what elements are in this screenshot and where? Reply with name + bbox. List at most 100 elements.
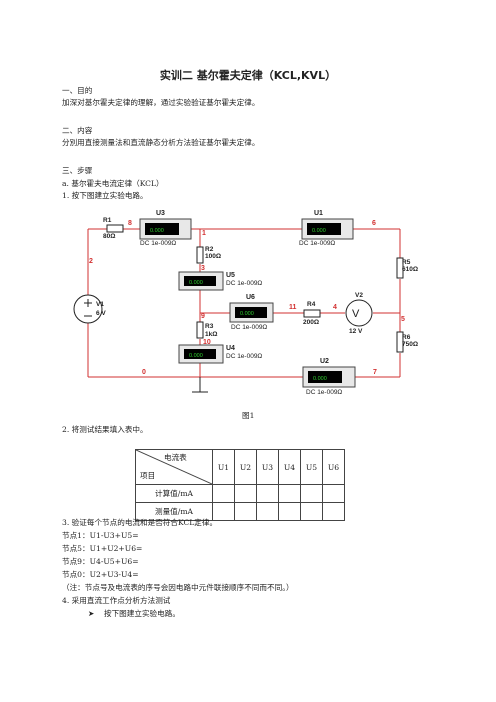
node-7: 7 [373,369,377,376]
node-8: 8 [128,220,132,227]
source-v1 [73,294,103,324]
node-equation: 节点5：U1+U2+U6= [62,544,143,553]
r6-value: 750Ω [402,341,418,348]
node-equation: 节点9：U4-U5+U6= [62,557,139,566]
col-u1: U1 [212,449,235,485]
table-cell[interactable] [278,484,301,503]
col-u3: U3 [256,449,279,485]
section-2-heading: 二、内容 [62,126,93,135]
circuit-diagram: V 0.000 0.000 0.000 0.000 0.000 0.000 U3… [73,210,418,396]
r2-value: 100Ω [205,253,221,260]
table-corner-header: 电流表 项目 [135,449,213,485]
r1-name: R1 [103,217,112,224]
r5-name: R5 [402,259,411,266]
section-1-heading: 一、目的 [62,86,93,95]
meter-u6-mode: DC 1e-009Ω [231,324,267,331]
col-u4: U4 [278,449,301,485]
step-2: 2. 将测试结果填入表中。 [62,425,148,434]
r3-name: R3 [205,323,214,330]
v1-name: V1 [96,301,104,308]
resistor-r1 [106,224,124,233]
meter-u4-reading: 0.000 [189,353,203,359]
meter-u4-name: U4 [226,345,235,352]
meter-u1-mode: DC 1e-009Ω [299,240,335,247]
meter-u2-reading: 0.000 [313,376,327,382]
step-3: 3. 验证每个节点的电流和是否符合KCL定律。 [62,518,218,527]
node-11: 11 [289,304,297,311]
r3-value: 1kΩ [205,331,217,338]
meter-u4-mode: DC 1e-009Ω [226,353,262,360]
svg-text:V: V [352,308,360,320]
table-cell[interactable] [322,502,345,521]
meter-u5-reading: 0.000 [189,280,203,286]
meter-u2-name: U2 [320,358,329,365]
bullet-arrow-icon: ➤ [88,609,95,618]
bullet-text: 按下图建立实验电路。 [104,609,180,618]
node-3: 3 [201,265,205,272]
kcl-heading: a. 基尔霍夫电流定律（KCL） [62,179,164,188]
meter-u1-name: U1 [314,210,323,217]
v2-value: 12 V [349,328,363,335]
table-cell[interactable] [256,502,279,521]
source-v2: V [345,299,373,327]
table-cell[interactable] [256,484,279,503]
r5-value: 610Ω [402,266,418,273]
table-cell[interactable] [278,502,301,521]
row-label-measured: 测量值/mA [135,502,213,521]
r1-value: 80Ω [103,233,115,240]
table-row: 测量值/mA [135,502,345,521]
table-cell[interactable] [322,484,345,503]
section-3-heading: 三、步骤 [62,166,93,175]
node-equation: 节点0：U2+U3-U4= [62,570,139,579]
step-1: 1. 按下图建立实验电路。 [62,191,148,200]
v2-name: V2 [355,292,363,299]
node-equation: 节点1：U1-U3+U5= [62,531,139,540]
r4-name: R4 [307,301,316,308]
node-4: 4 [333,304,337,311]
v1-value: 6 V [96,310,106,317]
resistor-r6 [396,331,404,353]
wires [87,228,401,378]
table-cell[interactable] [300,484,323,503]
resistor-r5 [396,257,404,279]
node-1: 1 [202,230,206,237]
meter-u6-name: U6 [246,294,255,301]
node-6: 6 [372,220,376,227]
header-item-label: 项目 [140,471,156,480]
meter-u1-reading: 0.000 [312,228,326,234]
table-cell[interactable] [300,502,323,521]
col-u5: U5 [300,449,323,485]
page-title: 实训二 基尔霍夫定律（KCL,KVL） [159,69,337,82]
step-4: 4. 采用直流工作点分析方法测试 [62,596,171,605]
col-u2: U2 [234,449,257,485]
figure-caption: 图1 [242,411,255,420]
node-2: 2 [89,258,93,265]
meter-u5-name: U5 [226,272,235,279]
table-row: 计算值/mA [135,484,345,503]
meter-u3-name: U3 [156,210,165,217]
node-0: 0 [142,369,146,376]
node-9: 9 [201,313,205,320]
r4-value: 200Ω [303,319,319,326]
results-table: 电流表 项目 U1 U2 U3 U4 U5 U6 计算值/mA 测量值/mA [135,449,345,521]
meter-u2-mode: DC 1e-009Ω [306,389,342,396]
r6-name: R6 [402,334,411,341]
section-1-text: 加深对基尔霍夫定律的理解，通过实验验证基尔霍夫定律。 [62,98,260,107]
row-label-calculated: 计算值/mA [135,484,213,503]
table-header-row: 电流表 项目 U1 U2 U3 U4 U5 U6 [135,449,345,485]
col-u6: U6 [322,449,345,485]
table-cell[interactable] [234,484,257,503]
table-cell[interactable] [212,484,235,503]
resistor-r3 [196,321,204,339]
meter-u6-reading: 0.000 [240,311,254,317]
node-10: 10 [203,339,211,346]
meter-u3-reading: 0.000 [150,228,164,234]
r2-name: R2 [205,246,214,253]
resistor-r4 [303,309,321,318]
section-2-text: 分別用直接测量法和直流静态分析方法验证基尔霍夫定律。 [62,138,260,147]
header-meter-label: 电流表 [164,453,187,462]
node-5: 5 [401,316,405,323]
ground-symbol [192,377,208,393]
table-cell[interactable] [234,502,257,521]
meter-u5-mode: DC 1e-009Ω [226,280,262,287]
